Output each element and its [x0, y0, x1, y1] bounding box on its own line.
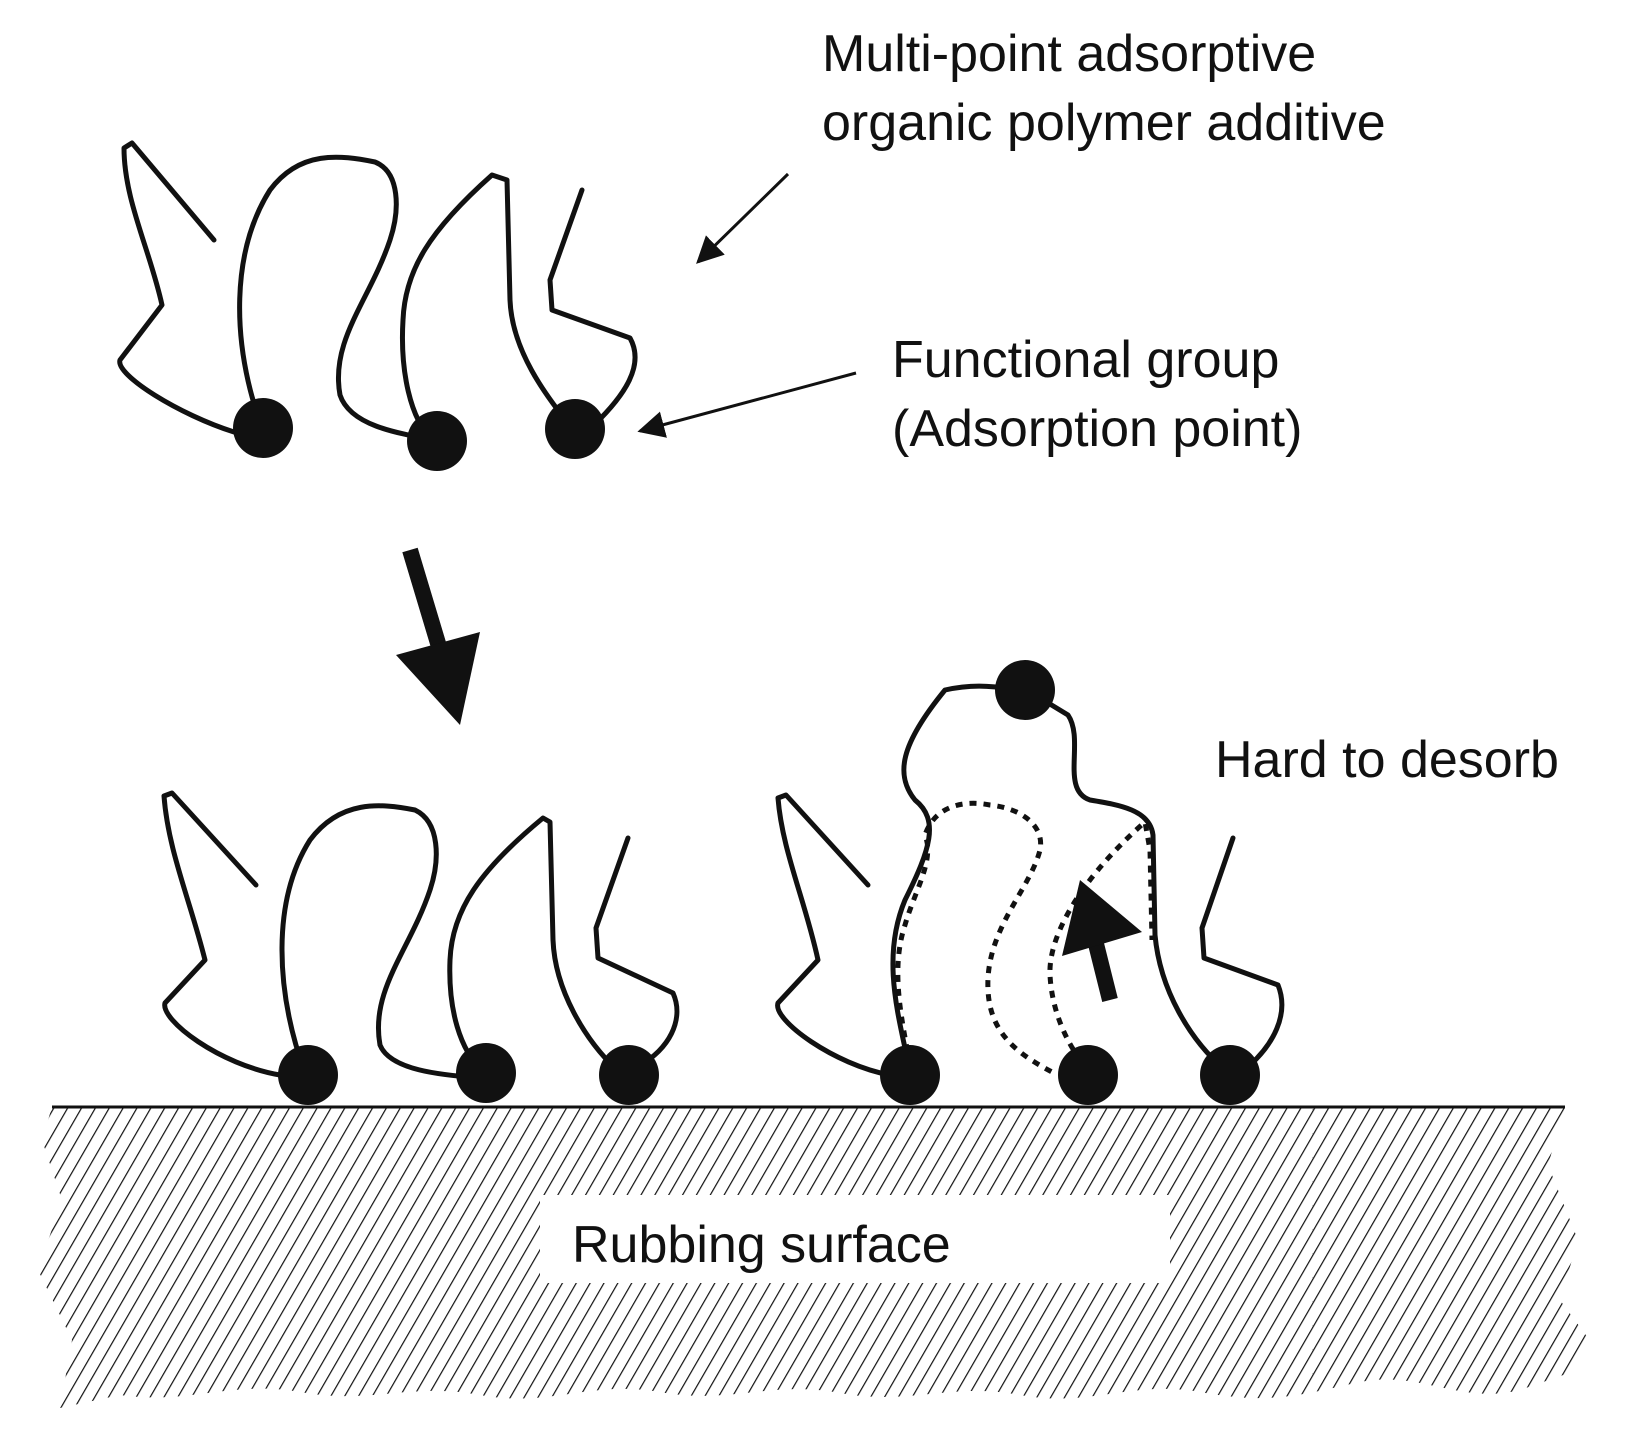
adsorption-point [545, 399, 605, 459]
adsorption-arrow-head [396, 632, 480, 725]
polymer-chain [775, 792, 893, 1078]
polymer-chain [161, 790, 283, 1078]
adsorption-point [1200, 1045, 1260, 1105]
polymer-additive-pointer [696, 172, 790, 264]
adsorption-point [233, 398, 293, 458]
adsorption-point [456, 1043, 516, 1103]
polymer-additive-label-line1: Multi-point adsorptive [822, 25, 1316, 83]
polymer-chain [547, 187, 638, 428]
polymer-chain [400, 172, 575, 443]
adsorbed-polymer-right [775, 660, 1285, 1105]
adsorption-point [407, 411, 467, 471]
rubbing-surface-label-box [540, 1195, 1170, 1283]
polymer-chain [1199, 835, 1285, 1068]
polymer-chain [593, 835, 680, 1068]
rubbing-surface: Rubbing surface [38, 1105, 1588, 1408]
polymer-additive-label-line2: organic polymer additive [822, 94, 1386, 152]
polymer-chain [890, 683, 1228, 1075]
adsorption-arrow [396, 547, 480, 725]
adsorption-point [599, 1045, 659, 1105]
desorption-arrow-head [1062, 880, 1142, 956]
functional-group-label-line1: Functional group [892, 331, 1279, 389]
functional-group-pointer [637, 371, 857, 438]
desorption-arrow-shaft [1087, 938, 1118, 1002]
polymer-chain [237, 154, 438, 443]
polymer-chain [447, 815, 620, 1075]
rubbing-surface-label: Rubbing surface [572, 1216, 951, 1274]
adsorption-point [880, 1045, 940, 1105]
functional-group-label-line2: (Adsorption point) [892, 400, 1302, 458]
adsorption-point [1058, 1045, 1118, 1105]
desorbing-adsorption-point [995, 660, 1055, 720]
desorption-path [895, 800, 1054, 1075]
free-polymer-additive [117, 140, 638, 471]
adsorption-point [278, 1045, 338, 1105]
adsorption-arrow-shaft [402, 547, 448, 653]
adsorbed-polymer-left [161, 790, 680, 1105]
desorption-path [1047, 819, 1155, 1074]
hard-to-desorb-label: Hard to desorb [1215, 731, 1559, 789]
polymer-chain [117, 140, 237, 435]
polymer-chain [279, 803, 483, 1081]
